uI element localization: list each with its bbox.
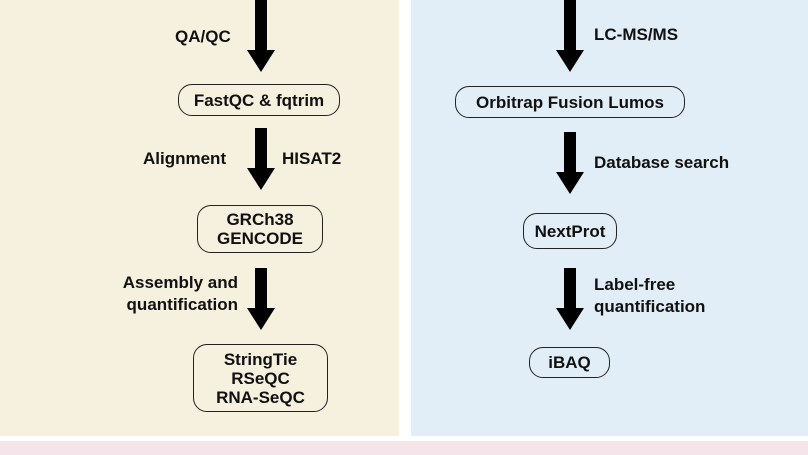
arrow-down-icon [247,0,275,72]
arrow-down-icon [247,268,275,330]
ibaq-box-label: iBAQ [548,353,591,372]
reference-box: GRCh38 GENCODE [197,205,323,253]
step-assembly-label: Assembly and quantification [100,272,238,316]
step-alignment-label: Alignment [143,149,227,168]
step-assembly-line: quantification [126,295,238,314]
reference-line: GENCODE [217,229,303,248]
tools-line: RNA-SeQC [216,387,305,407]
step-labelfree-label: Label-free quantification [594,274,705,318]
step-labelfree-line: Label-free [594,275,676,294]
orbitrap-box: Orbitrap Fusion Lumos [455,86,685,118]
ibaq-box: iBAQ [529,347,610,378]
bottom-panel-strip [0,441,808,455]
step-lcms-label: LC-MS/MS [594,25,679,44]
nextprot-box: NextProt [523,213,617,249]
nextprot-box-label: NextProt [534,221,606,241]
tools-line: RSeQC [231,368,290,388]
arrow-down-icon [556,268,584,330]
step-qa-label: QA/QC [175,27,231,46]
fastqc-box: FastQC & fqtrim [178,84,340,116]
arrow-down-icon [247,128,275,190]
fastqc-box-label: FastQC & fqtrim [193,90,325,110]
step-db-label: Database search [594,153,730,172]
arrow-down-icon [556,132,584,194]
step-labelfree-line: quantification [594,297,706,316]
reference-line: GRCh38 [226,210,294,229]
arrow-down-icon [556,0,584,72]
orbitrap-box-label: Orbitrap Fusion Lumos [476,92,664,112]
step-hisat-label: HISAT2 [282,149,342,168]
tools-box: StringTie RSeQC RNA-SeQC [193,344,328,412]
tools-line: StringTie [223,349,298,369]
step-assembly-line: Assembly and [122,273,238,292]
